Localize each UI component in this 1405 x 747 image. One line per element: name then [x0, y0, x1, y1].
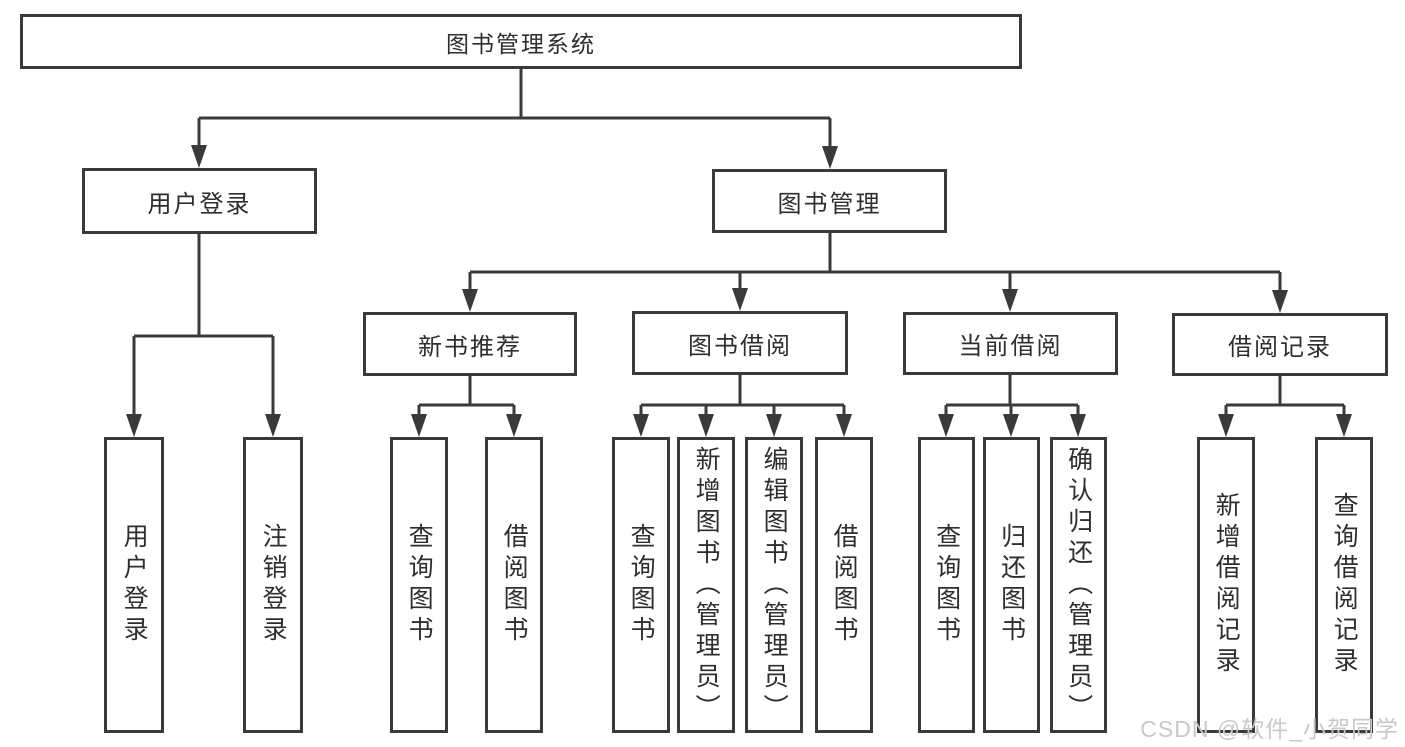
arrow-down-icon [411, 414, 427, 437]
node-user-login: 用户登录 [82, 168, 317, 234]
node-book-borrowing: 图书借阅 [632, 311, 848, 375]
node-label: 注销登录 [259, 523, 288, 647]
leaf-borrow-books-borrowing: 借阅图书 [815, 437, 873, 733]
node-label: 新增图书（管理员） [692, 445, 721, 725]
node-borrowing-records: 借阅记录 [1172, 313, 1388, 376]
node-label: 确认归还（管理员） [1064, 445, 1093, 725]
node-label: 归还图书 [997, 523, 1026, 647]
arrow-down-icon [836, 414, 852, 437]
arrow-down-icon [506, 414, 522, 437]
leaf-query-borrow-record: 查询借阅记录 [1315, 437, 1373, 733]
node-label: 图书借阅 [688, 332, 792, 360]
arrow-down-icon [1003, 414, 1019, 437]
node-label: 借阅图书 [500, 523, 529, 647]
node-label: 图书管理系统 [446, 30, 596, 57]
node-new-book-recommend: 新书推荐 [363, 312, 577, 376]
leaf-edit-books-admin: 编辑图书（管理员） [745, 437, 803, 733]
node-label: 查询借阅记录 [1330, 492, 1359, 678]
node-label: 编辑图书（管理员） [760, 445, 789, 725]
leaf-query-books-newbooks: 查询图书 [390, 437, 448, 733]
arrow-down-icon [732, 288, 748, 311]
leaf-return-books: 归还图书 [983, 437, 1040, 733]
node-label: 当前借阅 [958, 333, 1063, 360]
node-label: 借阅图书 [830, 523, 859, 647]
connector-currentborrow-to-leaves [944, 375, 1080, 420]
node-label: 查询图书 [627, 523, 656, 647]
arrow-down-icon [462, 289, 478, 312]
connector-userlogin-to-leaves [132, 234, 275, 420]
arrow-down-icon [766, 414, 782, 437]
arrow-down-icon [938, 414, 954, 437]
arrow-down-icon [1002, 289, 1018, 312]
leaf-query-books-borrowing: 查询图书 [612, 437, 670, 733]
arrow-down-icon [1336, 414, 1352, 437]
connector-bookborrow-to-leaves [639, 375, 846, 420]
arrow-down-icon [191, 145, 207, 168]
arrow-down-icon [1272, 290, 1288, 313]
leaf-user-login: 用户登录 [104, 437, 164, 733]
node-label: 用户登录 [147, 190, 252, 218]
csdn-watermark: CSDN @软件_小贺同学 [1140, 716, 1399, 742]
arrow-down-icon [1070, 414, 1086, 437]
leaf-query-books-current: 查询图书 [918, 437, 975, 733]
arrow-down-icon [265, 414, 281, 437]
connector-newbooks-to-leaves [417, 376, 516, 420]
node-label: 新书推荐 [418, 333, 522, 361]
node-current-borrowing: 当前借阅 [903, 312, 1118, 375]
arrow-down-icon [822, 146, 838, 169]
connector-bookmgmt-to-level3 [468, 233, 1282, 295]
node-library-management-system: 图书管理系统 [20, 14, 1022, 69]
leaf-borrow-books-newbooks: 借阅图书 [485, 437, 543, 733]
connector-records-to-leaves [1224, 376, 1346, 420]
leaf-confirm-return-admin: 确认归还（管理员） [1050, 437, 1107, 733]
node-book-management: 图书管理 [712, 169, 947, 233]
arrowheads [126, 145, 1352, 437]
node-label: 查询图书 [405, 523, 434, 647]
leaf-add-borrow-record: 新增借阅记录 [1197, 437, 1255, 733]
arrow-down-icon [633, 414, 649, 437]
leaf-logout-login: 注销登录 [243, 437, 303, 733]
arrow-down-icon [126, 414, 142, 437]
arrow-down-icon [698, 414, 714, 437]
node-label: 查询图书 [932, 523, 961, 647]
arrow-down-icon [1218, 414, 1234, 437]
node-label: 图书管理 [777, 190, 882, 218]
leaf-add-books-admin: 新增图书（管理员） [677, 437, 735, 733]
node-label: 用户登录 [120, 523, 149, 647]
node-label: 新增借阅记录 [1212, 492, 1241, 678]
connector-root-to-level2 [197, 69, 832, 151]
node-label: 借阅记录 [1228, 334, 1332, 361]
